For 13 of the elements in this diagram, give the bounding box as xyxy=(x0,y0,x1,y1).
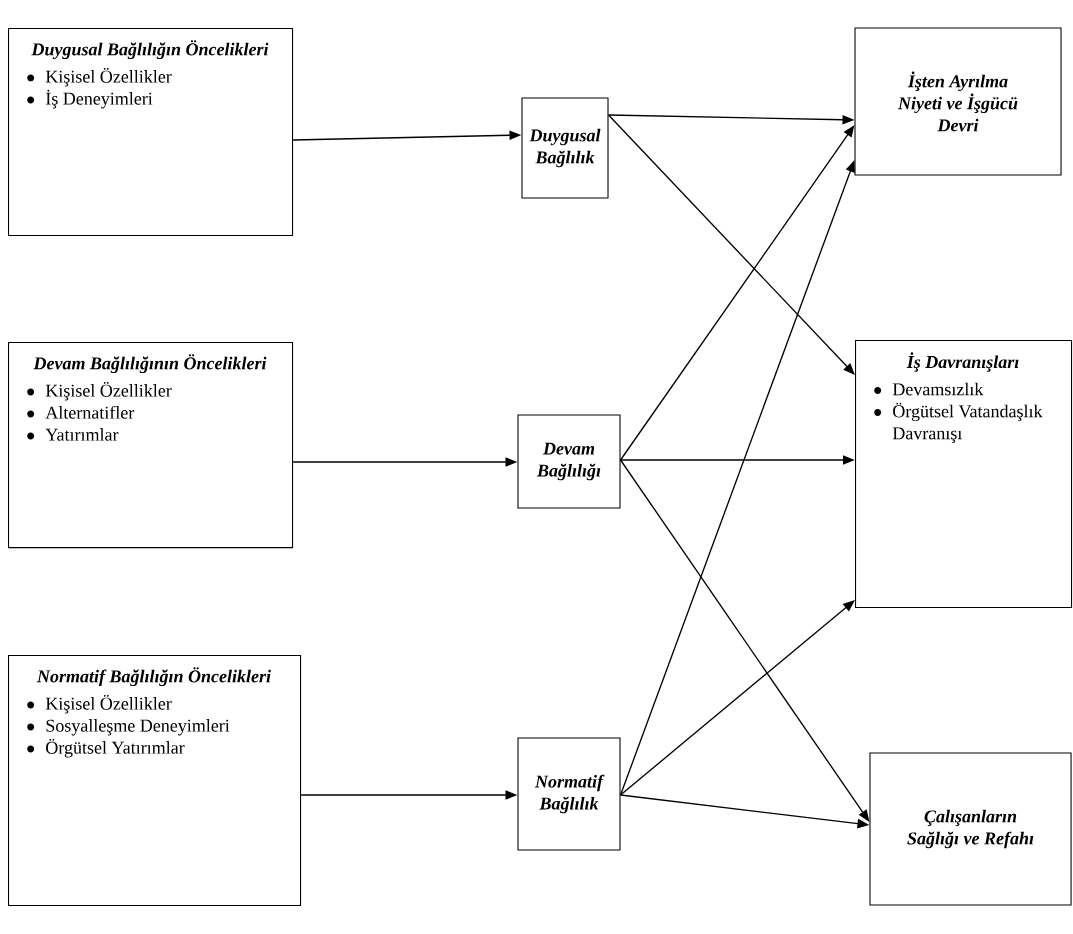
text-box: İşten Ayrılma Niyeti ve İşgücü Devri xyxy=(854,27,1062,176)
text-box: Normatif Bağlılık xyxy=(517,737,621,851)
text-box: Duygusal Bağlılığın Öncelikleri Kişisel Özellikler İş Deneyimleri xyxy=(8,28,294,236)
text-box: Duygusal Bağlılık xyxy=(521,97,609,199)
text-box: Devam Bağlılığının Öncelikleri Kişisel Özellikler Alternatifler Yatırımlar xyxy=(8,342,294,549)
text-box: İş Davranışları Devamsızlık Örgütsel Vatandaşlık Davranışı xyxy=(855,340,1073,608)
arrow xyxy=(607,114,855,375)
arrow xyxy=(619,600,855,796)
text-box: Çalışanların Sağlığı ve Refahı xyxy=(869,752,1072,906)
arrow xyxy=(619,125,855,461)
text-box: Devam Bağlılığı xyxy=(517,414,621,509)
text-box: Normatif Bağlılığın Öncelikleri Kişisel Özellikler Sosyalleşme Deneyimleri Örgütsel Yatırımlar xyxy=(8,655,302,907)
arrow xyxy=(619,459,870,822)
